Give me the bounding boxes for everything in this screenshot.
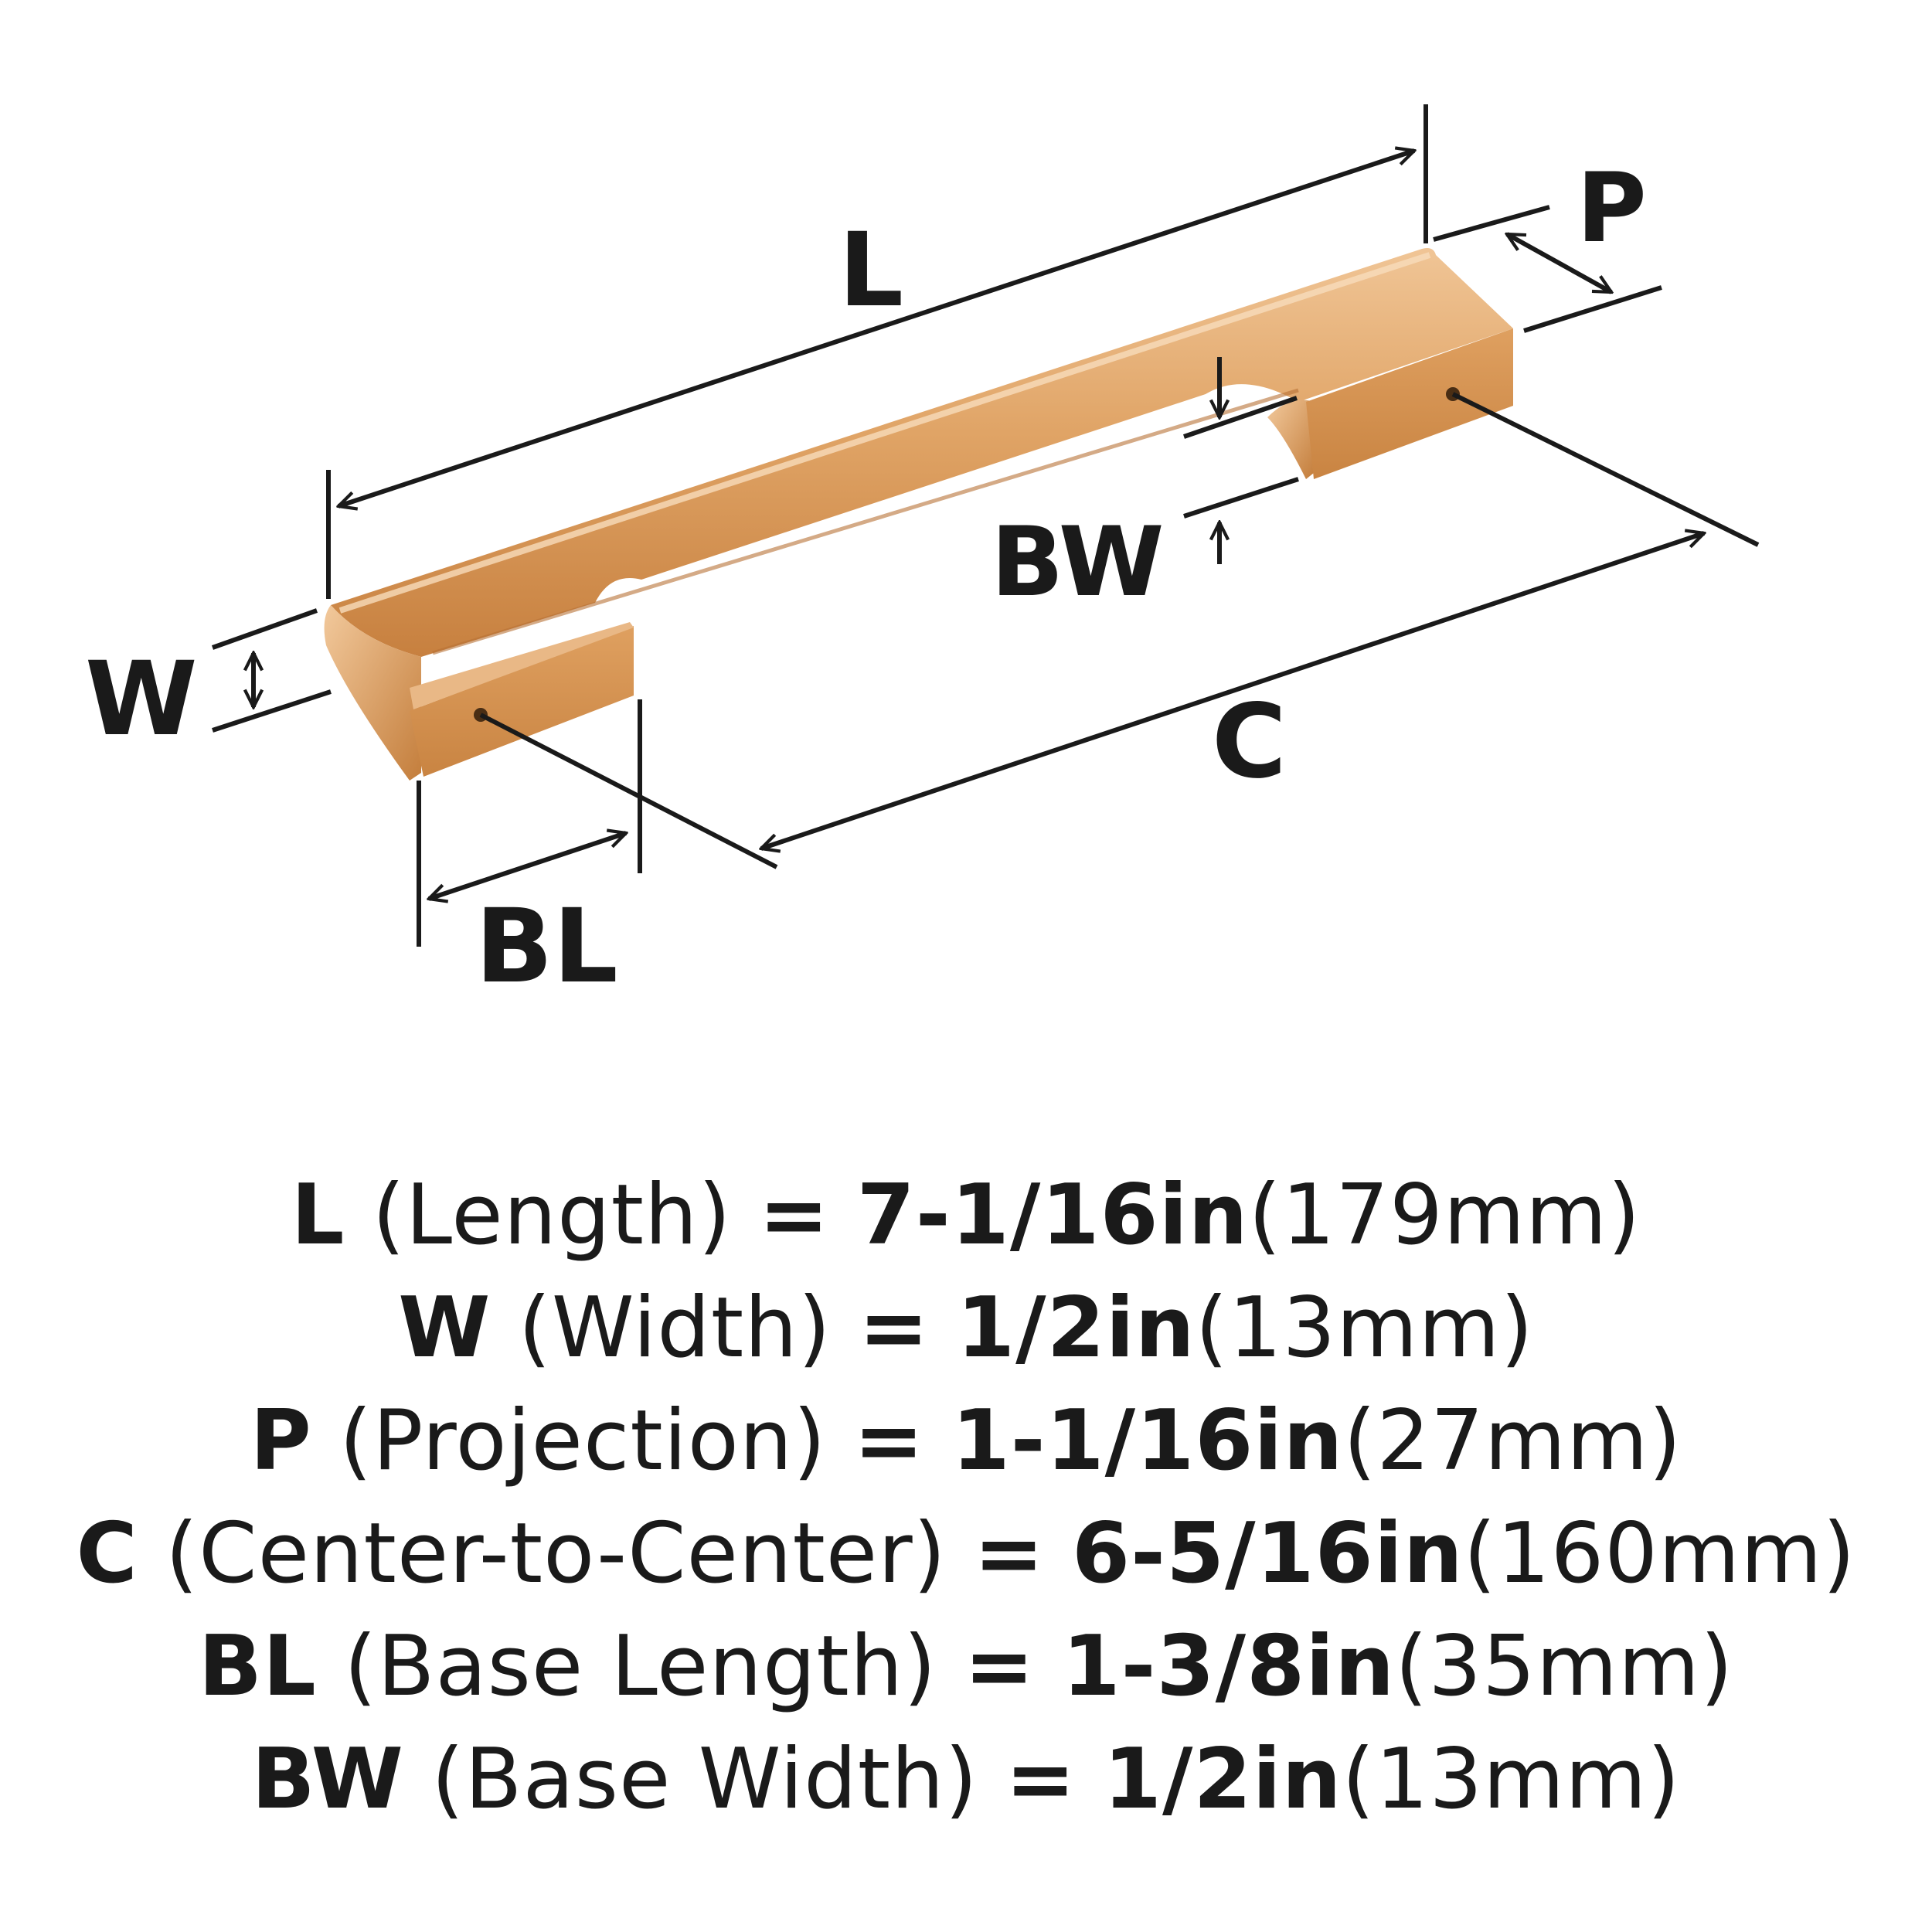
spec-base-length: BL (Base Length) = 1-3/8in(35mm) xyxy=(0,1611,1932,1723)
label-c: C xyxy=(1212,682,1287,801)
handle-left-curve xyxy=(324,605,421,781)
cabinet-pull-handle xyxy=(324,248,1513,781)
label-p: P xyxy=(1577,153,1647,264)
handle-left-base-top xyxy=(410,622,634,709)
bl-dimension-line xyxy=(429,833,626,899)
spec-name: (Base Width) xyxy=(431,1731,978,1828)
spec-metric: (27mm) xyxy=(1343,1393,1682,1489)
spec-key: L xyxy=(291,1167,345,1264)
spec-imperial: 7-1/16in xyxy=(856,1167,1249,1264)
handle-shadow-line xyxy=(432,388,1299,655)
bw-extension-bottom xyxy=(1183,477,1299,519)
spec-base-width: BW (Base Width) = 1/2in(13mm) xyxy=(0,1723,1932,1836)
spec-key: W xyxy=(398,1280,492,1376)
spec-imperial: 1-3/8in xyxy=(1062,1618,1396,1715)
handle-right-curve xyxy=(1267,400,1314,479)
spec-equals: = xyxy=(964,1618,1036,1715)
spec-imperial: 6-5/16in xyxy=(1071,1505,1464,1602)
spec-equals: = xyxy=(859,1280,930,1376)
spec-length: L (Length) = 7-1/16in(179mm) xyxy=(0,1159,1932,1272)
label-bw: BW xyxy=(991,507,1165,618)
spec-center-to-center: C (Center-to-Center) = 6-5/16in(160mm) xyxy=(0,1498,1932,1611)
spec-equals: = xyxy=(758,1167,830,1264)
label-l: L xyxy=(838,211,903,330)
spec-name: (Projection) xyxy=(339,1393,827,1489)
spec-name: (Width) xyxy=(518,1280,832,1376)
c-extension-right xyxy=(1451,392,1760,547)
spec-width: W (Width) = 1/2in(13mm) xyxy=(0,1272,1932,1385)
spec-key: P xyxy=(250,1393,312,1489)
spec-name: (Length) xyxy=(372,1167,732,1264)
w-extension-top xyxy=(211,608,318,650)
p-extension-top xyxy=(1433,205,1550,242)
p-extension-bottom xyxy=(1523,285,1662,333)
spec-imperial: 1/2in xyxy=(956,1280,1196,1376)
spec-equals: = xyxy=(974,1505,1045,1602)
spec-key: BL xyxy=(198,1618,317,1715)
c-extension-left xyxy=(479,713,778,869)
spec-key: C xyxy=(76,1505,138,1602)
spec-name: (Center-to-Center) xyxy=(165,1505,947,1602)
spec-name: (Base Length) xyxy=(344,1618,937,1715)
bw-extension-top xyxy=(1183,396,1298,439)
c-dimension-line xyxy=(761,533,1704,849)
spec-imperial: 1-1/16in xyxy=(951,1393,1344,1489)
specification-list: L (Length) = 7-1/16in(179mm) W (Width) =… xyxy=(0,1159,1932,1836)
spec-metric: (179mm) xyxy=(1248,1167,1641,1264)
handle-left-base xyxy=(410,626,634,777)
spec-equals: = xyxy=(853,1393,925,1489)
label-bl: BL xyxy=(475,887,618,1006)
l-dimension-line xyxy=(338,151,1414,506)
handle-dimension-diagram: L P W BW C BL xyxy=(85,104,1760,1006)
p-dimension-line xyxy=(1507,232,1611,294)
w-extension-bottom xyxy=(212,689,332,733)
spec-key: BW xyxy=(251,1731,404,1828)
spec-imperial: 1/2in xyxy=(1103,1731,1342,1828)
spec-metric: (13mm) xyxy=(1342,1731,1681,1828)
spec-metric: (35mm) xyxy=(1395,1618,1734,1715)
spec-equals: = xyxy=(1005,1731,1077,1828)
spec-metric: (160mm) xyxy=(1463,1505,1856,1602)
spec-projection: P (Projection) = 1-1/16in(27mm) xyxy=(0,1385,1932,1498)
label-w: W xyxy=(85,640,198,759)
dimension-lines xyxy=(211,104,1760,947)
spec-metric: (13mm) xyxy=(1195,1280,1534,1376)
